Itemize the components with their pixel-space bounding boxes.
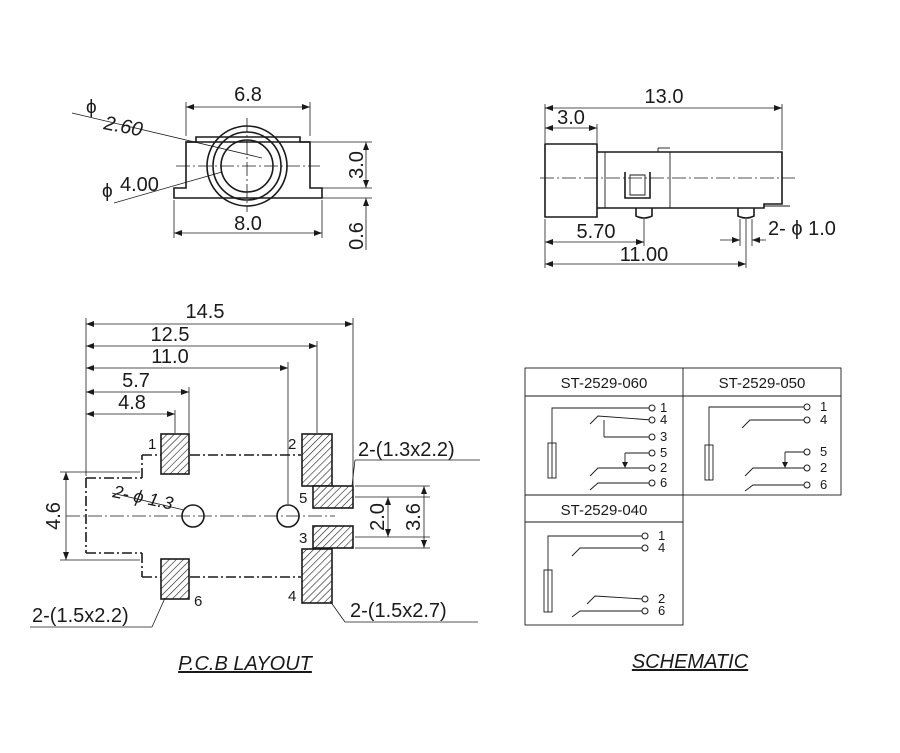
sch050-pin-2: 2 (820, 460, 827, 475)
front-view-body (173, 136, 323, 199)
dim-pins: 2- ϕ 1.0 (768, 218, 836, 240)
pad-label-a: 2-(1.3x2.2) (358, 439, 455, 461)
dim-11-00: 11.00 (620, 244, 669, 266)
pad-4 (301, 548, 333, 604)
hole-label: 2- ϕ 1.3 (110, 481, 175, 513)
sch050-pin-1: 1 (820, 399, 827, 414)
dim-0-6: 0.6 (346, 222, 368, 250)
pin-1: 1 (148, 436, 156, 453)
sch040-pin-1: 1 (658, 528, 665, 543)
side-view-pin-1 (635, 208, 653, 219)
schematic-060: 1 4 3 5 2 6 (547, 400, 667, 491)
dim-inner-dia: 2.60 (101, 112, 144, 141)
sch060-pin-4: 4 (660, 412, 667, 427)
dim-5-7: 5.7 (122, 370, 150, 392)
dim-outer-dia: 4.00 (120, 174, 159, 196)
pcb-caption: P.C.B LAYOUT (178, 653, 314, 675)
dim-6-8: 6.8 (234, 84, 262, 106)
sch050-pin-4: 4 (820, 412, 827, 427)
dim-3-6: 3.6 (403, 503, 425, 531)
pad-5 (312, 485, 354, 509)
side-view-clip (624, 172, 651, 199)
model-050: ST-2529-050 (719, 375, 806, 392)
model-040: ST-2529-040 (561, 502, 648, 519)
dim-8-0: 8.0 (234, 213, 262, 235)
pin-6: 6 (194, 593, 202, 610)
pad-1 (160, 433, 190, 475)
schematic-040: 1 4 2 6 (543, 528, 665, 618)
dim-13-0: 13.0 (645, 86, 684, 108)
pad-6 (160, 558, 190, 600)
dim-12-5: 12.5 (151, 324, 190, 346)
sch040-pin-6: 6 (658, 603, 665, 618)
leader-outer-dia (113, 171, 223, 204)
dim-2-0: 2.0 (367, 503, 389, 531)
dim-4-8: 4.8 (118, 392, 146, 414)
pad-label-b: 2-(1.5x2.2) (32, 605, 129, 627)
dim-14-5: 14.5 (186, 301, 225, 323)
pin-2: 2 (288, 436, 296, 453)
schematic-050: 1 4 5 2 6 (704, 399, 827, 492)
sch060-pin-5: 5 (660, 445, 667, 460)
pad-label-c: 2-(1.5x2.7) (350, 600, 447, 622)
phi-outer: ϕ (102, 181, 113, 202)
sch050-pin-5: 5 (820, 444, 827, 459)
sch060-pin-6: 6 (660, 475, 667, 490)
dim-3-0: 3.0 (346, 151, 368, 179)
side-view: 13.0 3.0 5.70 11.00 2- ϕ 1.0 (540, 86, 836, 268)
sch040-pin-2: 2 (658, 591, 665, 606)
dim-4-6: 4.6 (43, 502, 65, 530)
schematic-caption: SCHEMATIC (632, 651, 749, 673)
sch060-pin-2: 2 (660, 460, 667, 475)
leader-inner-dia (71, 112, 263, 159)
dim-3-0-side: 3.0 (557, 107, 585, 129)
schematic: ST-2529-060 ST-2529-050 ST-2529-040 1 4 … (524, 367, 842, 673)
sch050-pin-6: 6 (820, 477, 827, 492)
model-060: ST-2529-060 (561, 375, 648, 392)
pin-4: 4 (288, 588, 296, 605)
pad-3 (312, 525, 354, 549)
side-view-nose (544, 143, 598, 218)
dim-5-70: 5.70 (577, 221, 616, 243)
pin-5: 5 (299, 490, 307, 507)
sch040-pin-4: 4 (658, 540, 665, 555)
sch060-pin-3: 3 (660, 429, 667, 444)
pad-2 (301, 433, 333, 487)
side-view-pin-2 (737, 208, 755, 219)
side-view-body (597, 151, 783, 209)
phi-inner: ϕ (86, 97, 97, 118)
sch060-pin-1: 1 (660, 400, 667, 415)
pcb-layout: 14.5 12.5 11.0 5.7 4.8 4.6 2.0 3.6 2- ϕ … (30, 301, 480, 675)
front-view: 6.8 8.0 ϕ 2.60 ϕ 4.00 3.0 0.6 (71, 84, 372, 250)
dim-11-0: 11.0 (151, 346, 188, 368)
pin-3: 3 (299, 530, 307, 547)
